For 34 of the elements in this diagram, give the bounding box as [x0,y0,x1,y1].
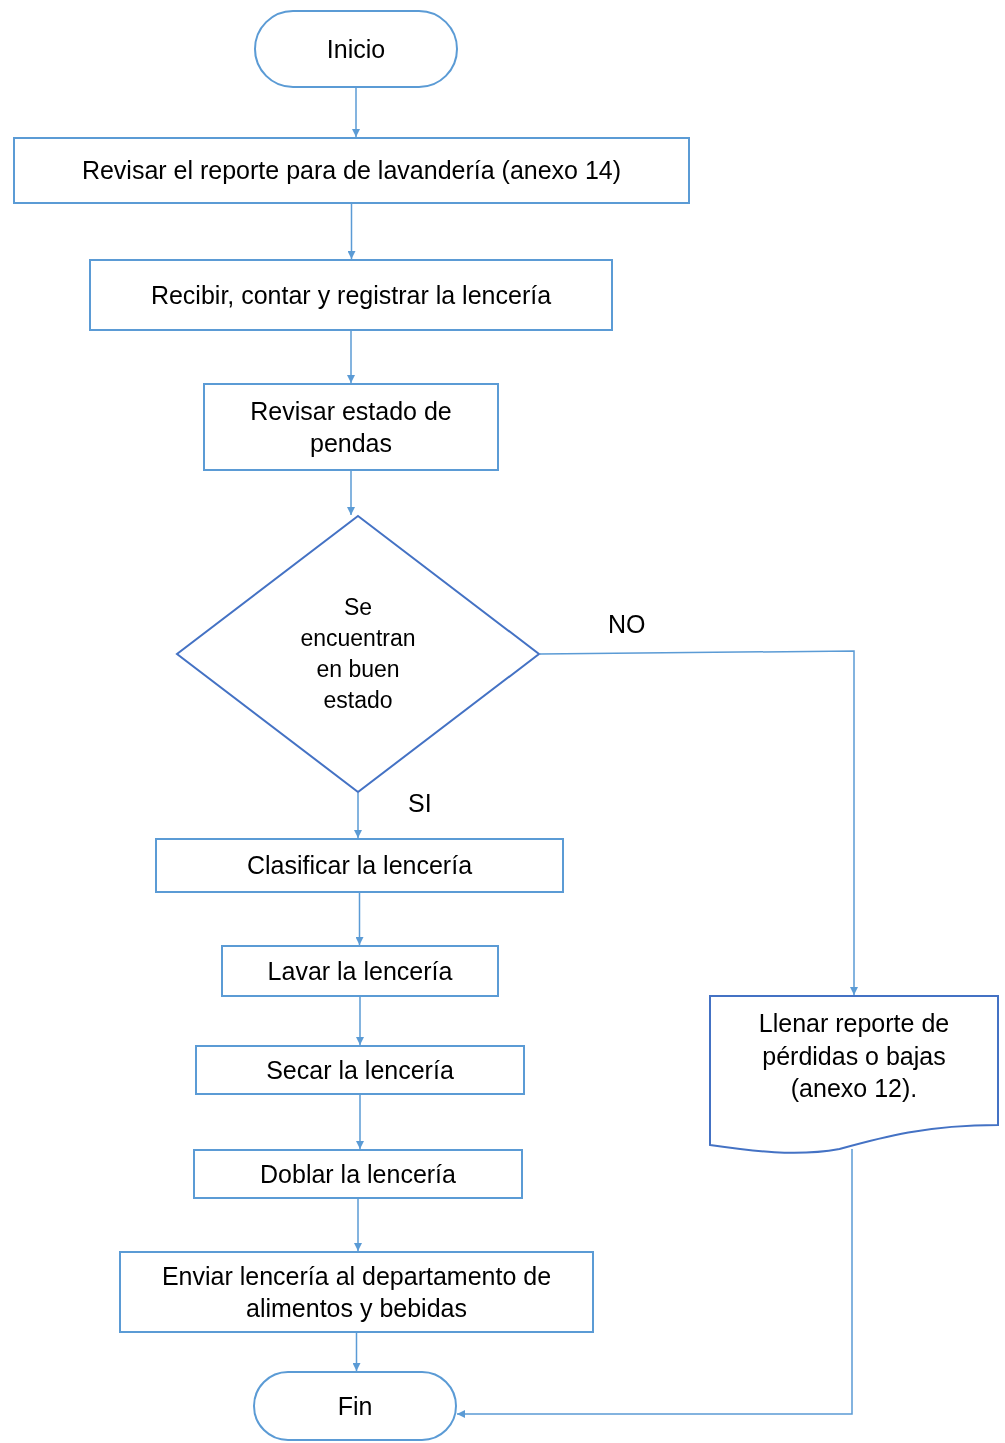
connector-arrow [456,1148,853,1418]
node-text: Doblar la lencería [260,1158,456,1190]
node-text: Fin [337,1390,373,1422]
connector-arrow [356,996,364,1046]
process-box [221,945,499,997]
connector-arrow [347,203,356,260]
decision-diamond [176,515,540,793]
connector-arrow [539,650,858,996]
process-box [155,838,564,893]
node-text: Secar la lencería [266,1054,454,1086]
node-text: Lavar la lencería [267,955,453,987]
connector-arrow [356,1094,364,1150]
connector-arrow [347,470,355,516]
document-shape [709,995,999,1155]
node-text: Clasificar la lencería [246,850,473,882]
connector-arrow [352,1332,361,1372]
node-text: Revisar el reporte para de lavandería (anexo 14) [81,155,622,187]
connector-arrow [354,792,362,839]
node-text: Revisar estado de pendas [249,395,453,459]
connector-arrow [352,87,360,138]
process-box [13,137,690,204]
node-text: Llenar reporte de pérdidas o bajas (anexo 12). [757,1008,951,1105]
process-box [119,1251,594,1333]
process-box [89,259,613,331]
node-text: Inicio [326,33,386,65]
node-text: Recibir, contar y registrar la lencería [150,279,552,311]
process-box [203,383,499,471]
process-box [195,1045,525,1095]
connector-arrow [347,330,355,384]
connector-arrow [354,1198,362,1252]
process-box [193,1149,523,1199]
node-text: Enviar lencería al departamento de alimentos y bebidas [160,1260,553,1324]
connector-arrow [355,892,364,946]
node-text: Se encuentran en buen estado [299,592,417,716]
